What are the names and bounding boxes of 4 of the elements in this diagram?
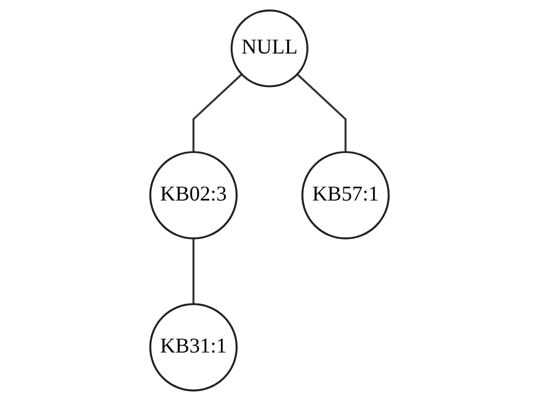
tree-node-circle: KB02:3 [149,151,238,240]
tree-node-circle: NULL [230,10,308,88]
tree-node-circle: KB57:1 [301,151,390,240]
tree-node-circle: KB31:1 [149,303,238,392]
